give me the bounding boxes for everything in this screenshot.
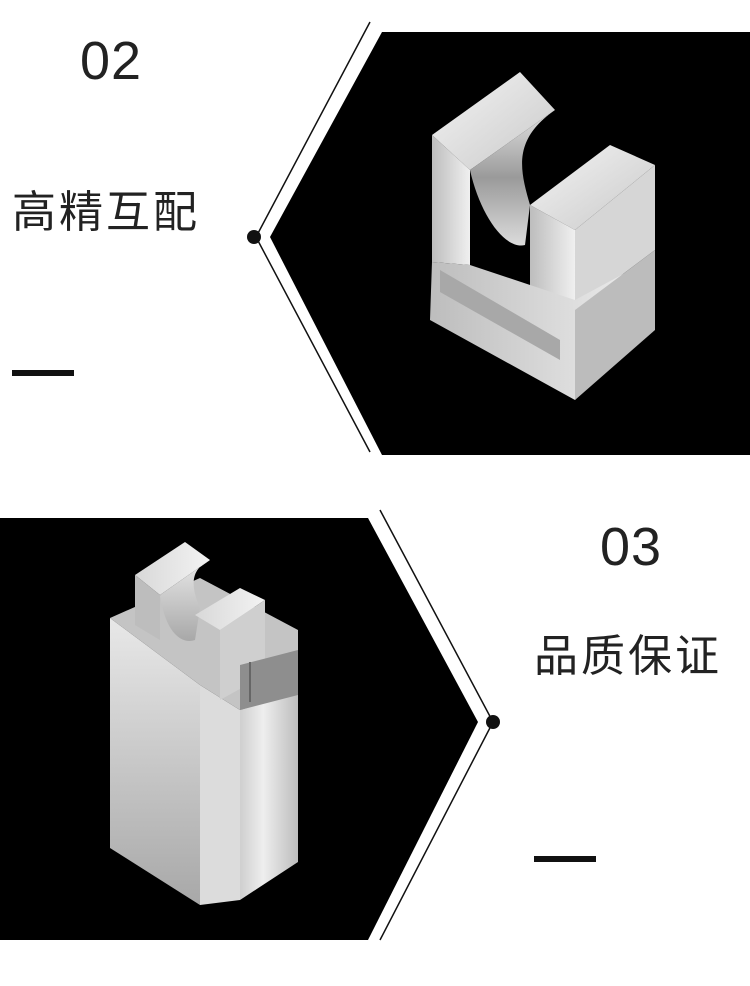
product-panel-quality <box>0 509 500 941</box>
metal-u-block-image <box>430 72 655 400</box>
product-panel-precision <box>247 21 750 455</box>
feature-section-quality: 03 品质保证 <box>0 470 750 986</box>
outline-dot <box>486 715 500 729</box>
metal-tall-block-image <box>110 542 298 905</box>
divider-dash <box>12 370 74 376</box>
outline-dot <box>247 230 261 244</box>
feature-number: 02 <box>80 31 143 91</box>
divider-dash <box>534 856 596 862</box>
feature-title: 高精互配 <box>12 187 200 238</box>
feature-number: 03 <box>600 517 663 577</box>
feature-title: 品质保证 <box>534 631 722 682</box>
feature-section-precision: 02 高精互配 <box>0 0 750 470</box>
